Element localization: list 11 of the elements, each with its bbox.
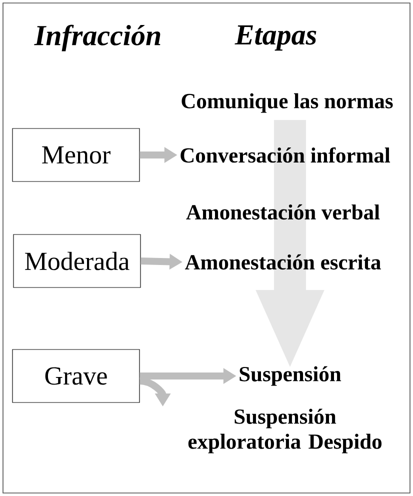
- stage-text: Comunique las normas: [182, 93, 393, 113]
- infraction-box: Menor: [12, 128, 140, 182]
- column-heading: Etapas: [234, 25, 316, 51]
- stage-text: Suspensión exploratoria Despido: [188, 408, 382, 454]
- infraction-box: Grave: [12, 349, 140, 403]
- stage-label: Amonestación verbal: [186, 204, 380, 220]
- stage-text: Amonestación escrita: [184, 254, 381, 270]
- stage-text: Suspensión: [240, 366, 342, 386]
- stage-text: Conversación informal: [180, 147, 390, 163]
- infraction-box: Moderada: [13, 234, 141, 288]
- column-heading: Infracción: [34, 24, 160, 52]
